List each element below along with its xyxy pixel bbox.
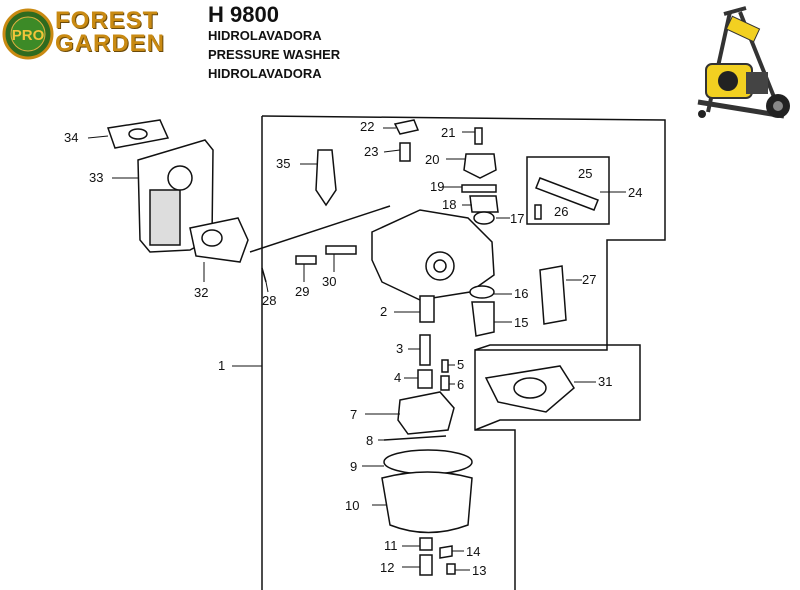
part-4 <box>417 369 433 389</box>
part-28-rod <box>261 267 267 283</box>
part-23-screw <box>399 142 411 162</box>
part-15-nozzle <box>471 301 495 337</box>
part-21-screw <box>474 127 483 145</box>
label-part-23: 23 <box>364 144 378 159</box>
label-part-31: 31 <box>598 374 612 389</box>
label-part-20: 20 <box>425 152 439 167</box>
part-12-bolt <box>419 554 433 576</box>
label-part-26: 26 <box>554 204 568 219</box>
label-part-16: 16 <box>514 286 528 301</box>
label-part-28: 28 <box>262 293 276 308</box>
part-14 <box>439 545 453 559</box>
part-30 <box>325 245 357 255</box>
part-22 <box>393 119 420 135</box>
part-10-float-bowl <box>381 471 473 534</box>
label-part-30: 30 <box>322 274 336 289</box>
part-8-pin <box>383 435 447 441</box>
label-part-18: 18 <box>442 197 456 212</box>
label-part-22: 22 <box>360 119 374 134</box>
label-part-4: 4 <box>394 370 401 385</box>
part-16-oring <box>469 285 495 299</box>
part-26 <box>534 204 542 220</box>
logo-badge-text: PRO <box>12 27 45 44</box>
label-part-1: 1 <box>218 358 225 373</box>
part-27 <box>539 265 567 325</box>
part-25 <box>535 177 599 211</box>
label-part-34: 34 <box>64 130 78 145</box>
title-spanish: HIDROLAVADORA <box>208 28 322 43</box>
label-part-6: 6 <box>457 377 464 392</box>
part-11 <box>419 537 433 551</box>
label-part-15: 15 <box>514 315 528 330</box>
brand-name-line1: FOREST <box>55 7 159 34</box>
label-part-19: 19 <box>430 179 444 194</box>
group-boundary-31 <box>474 344 641 431</box>
label-part-21: 21 <box>441 125 455 140</box>
label-part-13: 13 <box>472 563 486 578</box>
label-part-32: 32 <box>194 285 208 300</box>
pressure-washer-image <box>697 6 790 119</box>
label-part-3: 3 <box>396 341 403 356</box>
label-part-7: 7 <box>350 407 357 422</box>
label-part-11: 11 <box>384 538 398 553</box>
group-box-24 <box>526 156 610 225</box>
part-6 <box>440 375 450 391</box>
label-part-17: 17 <box>510 211 524 226</box>
label-part-27: 27 <box>582 272 596 287</box>
label-part-9: 9 <box>350 459 357 474</box>
label-part-2: 2 <box>380 304 387 319</box>
part-20-float-valve <box>463 153 497 179</box>
title-english: PRESSURE WASHER <box>208 47 341 62</box>
label-part-33: 33 <box>89 170 103 185</box>
part-18 <box>469 195 499 213</box>
part-17 <box>473 211 495 225</box>
part-29-spring <box>295 255 317 265</box>
label-part-35: 35 <box>276 156 290 171</box>
part-throttle-link <box>249 205 391 253</box>
title-spanish-2: HIDROLAVADORA <box>208 66 322 81</box>
label-part-29: 29 <box>295 284 309 299</box>
model-number: H 9800 <box>208 2 279 27</box>
part-5 <box>441 359 449 373</box>
part-19 <box>461 184 497 193</box>
part-9-gasket <box>383 449 473 475</box>
label-part-12: 12 <box>380 560 394 575</box>
part-13 <box>446 563 456 575</box>
label-part-24: 24 <box>628 185 642 200</box>
part-7-float <box>397 391 455 435</box>
group-boundary-main <box>261 115 666 590</box>
label-part-14: 14 <box>466 544 480 559</box>
forest-garden-logo: PRO <box>2 8 54 60</box>
part-35-lever <box>315 149 337 207</box>
label-part-10: 10 <box>345 498 359 513</box>
part-3 <box>419 334 431 366</box>
brand-name-line2: GARDEN <box>55 30 166 57</box>
label-part-5: 5 <box>457 357 464 372</box>
label-part-8: 8 <box>366 433 373 448</box>
label-part-25: 25 <box>578 166 592 181</box>
